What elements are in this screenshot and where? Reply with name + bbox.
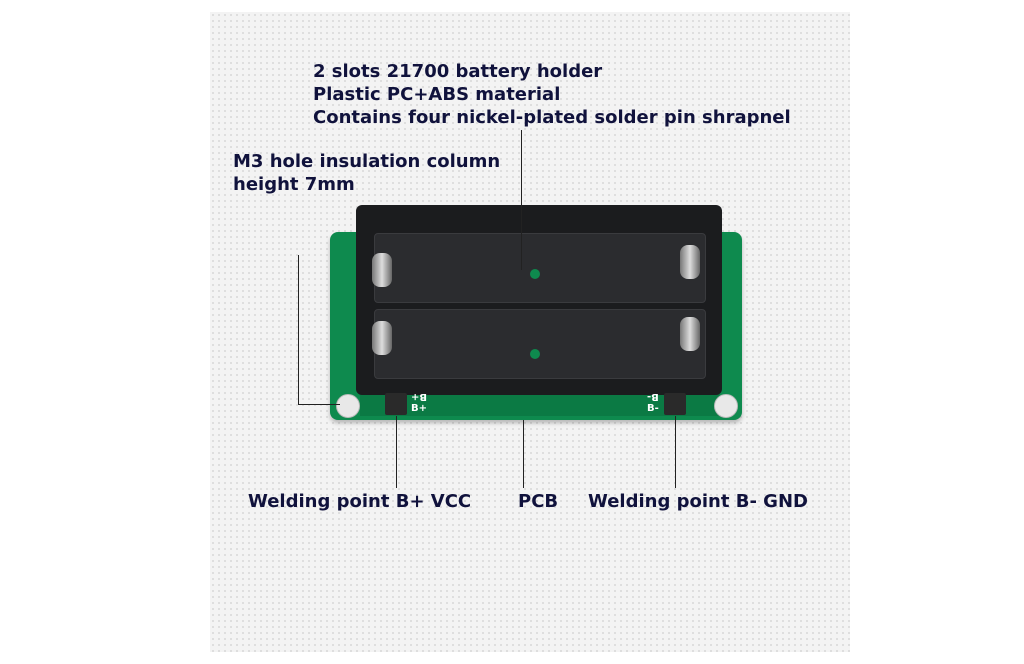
silkscreen-b-minus: B-	[647, 403, 659, 414]
callout-line: M3 hole insulation column	[233, 151, 501, 172]
silkscreen-b-minus: B-	[647, 391, 659, 402]
leader-line	[521, 130, 522, 270]
silkscreen-b-plus: B+	[411, 403, 428, 414]
leader-line	[675, 416, 676, 488]
hole	[530, 349, 540, 359]
silkscreen-b-plus: B+	[411, 391, 428, 402]
bplus-callout: Welding point B+ VCC	[248, 491, 472, 512]
insulation-column	[714, 394, 738, 418]
callout-line: Plastic PC+ABS material	[313, 84, 561, 105]
leader-line	[298, 255, 299, 405]
battery-slot-1	[374, 233, 706, 303]
spring-contact	[680, 317, 700, 351]
battery-slot-2	[374, 309, 706, 379]
insulation-column	[336, 394, 360, 418]
spring-contact	[372, 321, 392, 355]
pcb-callout: PCB	[518, 491, 559, 512]
battery-holder	[356, 205, 722, 395]
solder-pad-minus	[664, 393, 686, 415]
leader-line	[523, 420, 524, 488]
spring-contact	[680, 245, 700, 279]
bminus-callout: Welding point B- GND	[588, 491, 808, 512]
solder-pad-plus	[385, 393, 407, 415]
leader-line	[298, 404, 340, 405]
hole	[530, 269, 540, 279]
leader-line	[396, 416, 397, 488]
column-callout: M3 hole insulation column height 7mm	[233, 150, 500, 196]
holder-callout: 2 slots 21700 battery holder Plastic PC+…	[313, 60, 791, 129]
callout-line: Contains four nickel-plated solder pin s…	[313, 107, 791, 128]
callout-line: 2 slots 21700 battery holder	[313, 61, 603, 82]
spring-contact	[372, 253, 392, 287]
callout-line: height 7mm	[233, 174, 355, 195]
